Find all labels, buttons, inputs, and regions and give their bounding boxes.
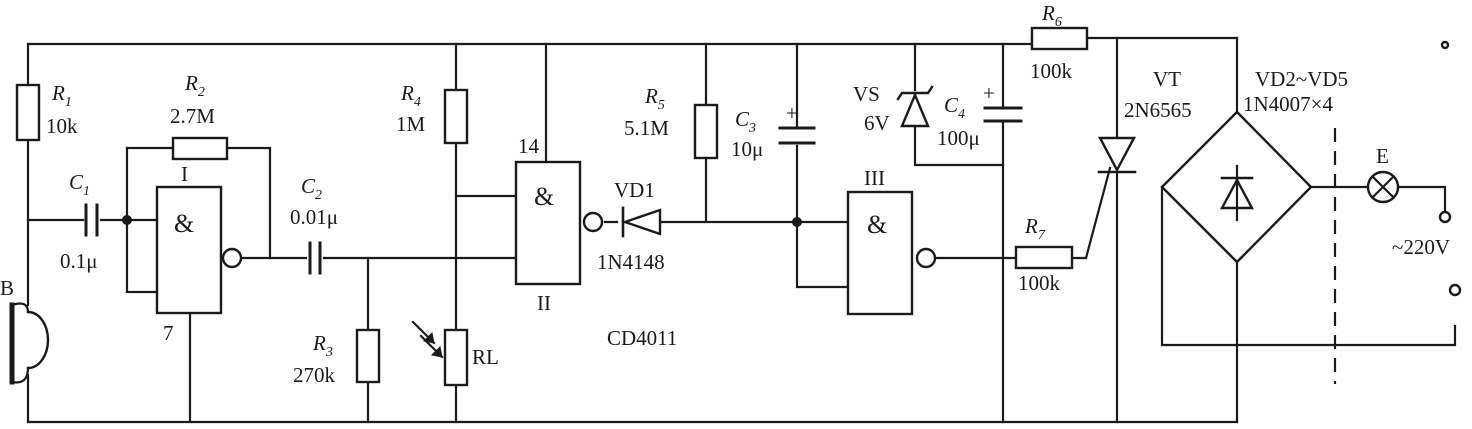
svg-text:270k: 270k [293, 363, 336, 387]
svg-text:VT: VT [1153, 67, 1181, 91]
resistor-r6: R6 100k [1030, 1, 1089, 83]
resistor-r1: R1 10k [15, 81, 78, 142]
svg-text:R7: R7 [1024, 214, 1046, 243]
svg-text:&: & [534, 182, 554, 211]
svg-text:10μ: 10μ [731, 137, 763, 161]
svg-text:VD1: VD1 [614, 178, 655, 202]
svg-text:II: II [537, 291, 551, 315]
svg-text:5.1M: 5.1M [624, 116, 669, 140]
svg-text:E: E [1376, 144, 1389, 168]
nand-gate-i: & I 7 [155, 162, 243, 345]
resistor-r4: R4 1M [396, 81, 469, 145]
nand-gate-iii: & III [846, 166, 937, 316]
thyristor-vt: VT 2N6565 [1097, 67, 1192, 174]
svg-text:C2: C2 [301, 174, 322, 203]
svg-text:+: + [786, 101, 798, 125]
svg-text:0.01μ: 0.01μ [290, 205, 338, 229]
svg-text:VD2~VD5: VD2~VD5 [1255, 67, 1348, 91]
svg-text:R4: R4 [400, 81, 421, 110]
svg-text:B: B [0, 276, 14, 300]
lamp-e: E [1366, 144, 1400, 204]
svg-text:100k: 100k [1018, 271, 1061, 295]
capacitor-c4: + C4 100μ [937, 81, 1023, 150]
photoresistor-rl: RL [411, 320, 499, 387]
svg-text:+: + [983, 81, 995, 105]
svg-text:2.7M: 2.7M [170, 104, 215, 128]
svg-text:C1: C1 [69, 170, 90, 199]
resistor-r3: R3 270k [293, 328, 381, 387]
svg-text:&: & [867, 210, 887, 239]
svg-text:100μ: 100μ [937, 126, 980, 150]
svg-text:III: III [864, 166, 885, 190]
svg-text:6V: 6V [864, 111, 890, 135]
ic-label: CD4011 [607, 326, 677, 350]
diode-vd1: VD1 1N4148 [597, 178, 665, 274]
svg-text:R3: R3 [312, 331, 333, 360]
svg-text:~220V: ~220V [1392, 235, 1450, 259]
svg-text:VS: VS [853, 82, 880, 106]
svg-text:1N4148: 1N4148 [597, 250, 665, 274]
svg-text:10k: 10k [46, 114, 78, 138]
svg-text:14: 14 [518, 134, 540, 158]
svg-text:I: I [181, 162, 188, 186]
svg-text:R5: R5 [644, 84, 665, 113]
capacitor-c3: + C3 10μ [731, 101, 816, 161]
svg-text:C4: C4 [944, 93, 965, 122]
svg-text:C3: C3 [735, 107, 756, 136]
svg-text:RL: RL [472, 345, 499, 369]
svg-text:7: 7 [163, 321, 174, 345]
nand-gate-ii: & 14 II [514, 134, 604, 315]
svg-text:1M: 1M [396, 112, 426, 136]
bridge-rectifier: VD2~VD5 1N4007×4 [1160, 67, 1348, 264]
svg-text:R2: R2 [184, 71, 205, 100]
svg-text:100k: 100k [1030, 59, 1073, 83]
svg-text:0.1μ: 0.1μ [60, 249, 98, 273]
svg-text:2N6565: 2N6565 [1124, 98, 1192, 122]
resistor-r7: R7 100k [1014, 214, 1074, 295]
capacitor-c1: C1 0.1μ [60, 170, 99, 273]
resistor-r2: R2 2.7M [170, 71, 229, 161]
capacitor-c2: C2 0.01μ [290, 174, 338, 275]
resistor-r5: R5 5.1M [624, 84, 719, 160]
svg-text:R6: R6 [1041, 1, 1062, 30]
junctions [122, 215, 802, 227]
svg-text:1N4007×4: 1N4007×4 [1243, 92, 1334, 116]
svg-text:&: & [174, 209, 194, 238]
zener-diode-vs: VS 6V [853, 82, 934, 135]
wires [26, 36, 1457, 424]
microphone-b: B [0, 276, 50, 385]
mains-terminals: ~220V [1392, 40, 1462, 297]
svg-text:R1: R1 [51, 81, 72, 110]
